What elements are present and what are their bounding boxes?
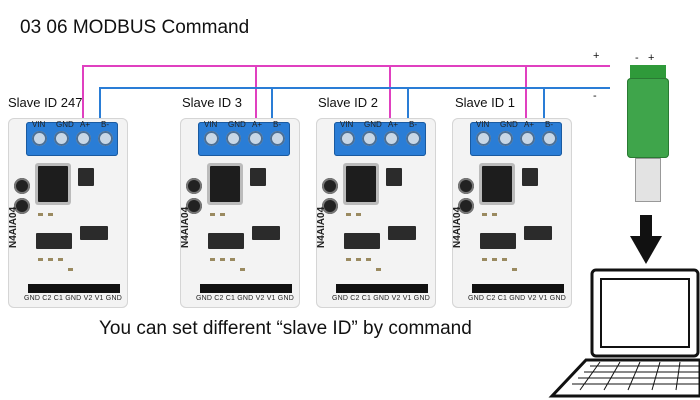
pin-a-label: A+ bbox=[524, 120, 535, 129]
pin-a-label: A+ bbox=[252, 120, 263, 129]
bus-minus-label: - bbox=[593, 90, 597, 102]
module-board-2: VIN GND A+ B- N4AIA04 GND C2 C1 GND V2 V… bbox=[316, 118, 436, 308]
capacitor bbox=[458, 178, 474, 194]
ic-chip bbox=[522, 168, 538, 186]
adapter-minus-label: - bbox=[635, 52, 639, 64]
header-pins-label: GND C2 C1 GND V2 V1 GND bbox=[196, 295, 294, 302]
terminal-block: VIN GND A+ B- bbox=[198, 120, 290, 156]
board-model-label: N4AIA04 bbox=[8, 206, 19, 248]
ic-chip bbox=[250, 168, 266, 186]
ic-chip bbox=[78, 168, 94, 186]
terminal-block: VIN GND A+ B- bbox=[470, 120, 562, 156]
capacitor bbox=[186, 178, 202, 194]
diagram-title: 03 06 MODBUS Command bbox=[20, 17, 250, 38]
capacitor bbox=[322, 178, 338, 194]
regulator-chip bbox=[346, 166, 376, 202]
pin-gnd-label: GND bbox=[364, 120, 382, 129]
slave-label-1: Slave ID 1 bbox=[455, 95, 515, 110]
arrow-down-icon bbox=[630, 215, 662, 264]
ic-chip bbox=[524, 226, 552, 240]
adapter-plus-label: + bbox=[648, 52, 655, 64]
header-pins-label: GND C2 C1 GND V2 V1 GND bbox=[468, 295, 566, 302]
pin-a-label: A+ bbox=[80, 120, 91, 129]
pin-b-label: B- bbox=[409, 120, 417, 129]
ic-chip bbox=[252, 226, 280, 240]
header-pins-label: GND C2 C1 GND V2 V1 GND bbox=[332, 295, 430, 302]
slave-label-3: Slave ID 3 bbox=[182, 95, 242, 110]
capacitor bbox=[322, 198, 338, 214]
pin-vin-label: VIN bbox=[476, 120, 490, 129]
slave-label-2: Slave ID 2 bbox=[318, 95, 378, 110]
capacitor bbox=[14, 178, 30, 194]
bus-plus-label: + bbox=[593, 50, 600, 62]
pin-vin-label: VIN bbox=[32, 120, 46, 129]
slave-label-247: Slave ID 247 bbox=[8, 95, 83, 110]
usb-plug bbox=[635, 158, 661, 202]
pin-b-label: B- bbox=[273, 120, 281, 129]
pin-gnd-label: GND bbox=[56, 120, 74, 129]
capacitor bbox=[458, 198, 474, 214]
regulator-chip bbox=[210, 166, 240, 202]
b-minus-bus-wire bbox=[99, 87, 610, 120]
board-model-label: N4AIA04 bbox=[180, 206, 191, 248]
regulator-chip bbox=[38, 166, 68, 202]
ic-chip bbox=[480, 233, 516, 249]
board-model-label: N4AIA04 bbox=[316, 206, 327, 248]
pin-vin-label: VIN bbox=[340, 120, 354, 129]
capacitor bbox=[14, 198, 30, 214]
laptop-icon bbox=[548, 268, 700, 398]
pin-vin-label: VIN bbox=[204, 120, 218, 129]
capacitor bbox=[186, 198, 202, 214]
pin-header bbox=[336, 284, 428, 293]
pin-b-label: B- bbox=[545, 120, 553, 129]
a-plus-bus-wire bbox=[82, 65, 610, 120]
module-board-247: VIN GND A+ B- N4AIA04 GND C2 C1 GND V2 V… bbox=[8, 118, 128, 308]
terminal-block: VIN GND A+ B- bbox=[334, 120, 426, 156]
regulator-chip bbox=[482, 166, 512, 202]
pin-header bbox=[200, 284, 292, 293]
module-board-1: VIN GND A+ B- N4AIA04 GND C2 C1 GND V2 V… bbox=[452, 118, 572, 308]
terminal-block: VIN GND A+ B- bbox=[26, 120, 118, 156]
ic-chip bbox=[36, 233, 72, 249]
pin-a-label: A+ bbox=[388, 120, 399, 129]
ic-chip bbox=[386, 168, 402, 186]
diagram-caption: You can set different “slave ID” by comm… bbox=[99, 318, 472, 339]
pin-gnd-label: GND bbox=[500, 120, 518, 129]
pin-header bbox=[28, 284, 120, 293]
ic-chip bbox=[208, 233, 244, 249]
module-board-3: VIN GND A+ B- N4AIA04 GND C2 C1 GND V2 V… bbox=[180, 118, 300, 308]
pin-header bbox=[472, 284, 564, 293]
board-model-label: N4AIA04 bbox=[452, 206, 463, 248]
ic-chip bbox=[344, 233, 380, 249]
usb-rs485-adapter-icon bbox=[627, 78, 669, 158]
pin-gnd-label: GND bbox=[228, 120, 246, 129]
ic-chip bbox=[80, 226, 108, 240]
ic-chip bbox=[388, 226, 416, 240]
header-pins-label: GND C2 C1 GND V2 V1 GND bbox=[24, 295, 122, 302]
adapter-terminal bbox=[630, 65, 666, 79]
pin-b-label: B- bbox=[101, 120, 109, 129]
